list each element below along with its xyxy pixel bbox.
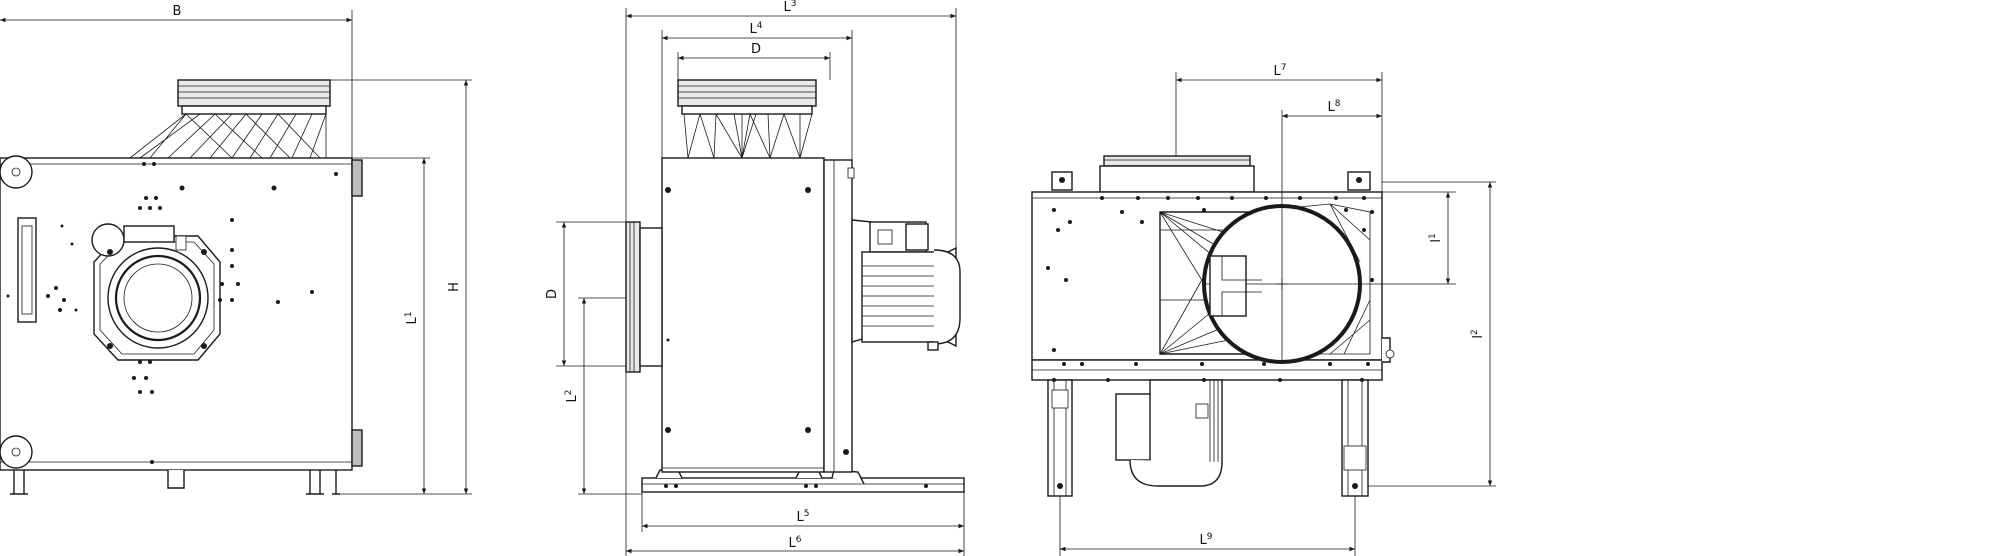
side-base-rail (641, 477, 965, 493)
front-foot-center (167, 470, 185, 489)
dim-l8-label: L8 (1328, 99, 1341, 115)
dim-l1-small-label: l1 (1428, 233, 1444, 242)
dim-h: H (330, 79, 472, 495)
dim-l9-label: L9 (1200, 532, 1213, 548)
front-top-outlet (129, 79, 331, 159)
side-motor-plate (823, 159, 853, 473)
dim-l1-label: L1 (404, 312, 420, 325)
dim-l5: L5 (641, 492, 965, 556)
rear-rivets (1046, 196, 1374, 382)
dim-l3-label: L3 (784, 0, 797, 15)
side-housing (661, 157, 825, 473)
rear-legs (1047, 379, 1369, 497)
side-motor (851, 219, 961, 351)
front-foot-right (306, 470, 340, 495)
dim-l2: L2 (564, 297, 642, 495)
dim-l6-label: L6 (789, 535, 802, 551)
dim-l7-label: L7 (1274, 63, 1287, 79)
dim-l4-label: L4 (750, 21, 763, 37)
dim-l2-label: L2 (564, 390, 580, 403)
dim-b-label: B (173, 4, 182, 19)
front-fan-inlet (91, 223, 221, 361)
dim-b: B (0, 4, 353, 160)
dim-d-left: D (545, 221, 626, 367)
dim-l9: L9 (1059, 496, 1356, 556)
dim-l1: L1 (352, 157, 430, 494)
dim-l4: L4 (661, 21, 853, 160)
dim-d-top-label: D (751, 42, 761, 57)
front-foot-left (10, 470, 28, 495)
front-right-flange-bottom (351, 429, 363, 467)
rear-view: L7 L8 l1 l2 L9 (1031, 63, 1496, 556)
dim-l2-small-label: l2 (1470, 329, 1486, 338)
dim-l6: L6 (625, 372, 964, 556)
side-view: L3 L4 D D L2 (545, 0, 965, 556)
dim-l5-label: L5 (797, 509, 810, 525)
front-right-flange-top (351, 159, 363, 197)
front-view: B H L1 (0, 4, 472, 495)
dim-l3: L3 (625, 0, 957, 248)
dim-l7: L7 (1175, 63, 1383, 192)
dim-h-label: H (447, 282, 462, 292)
rear-fan-scroll (1159, 203, 1371, 364)
dim-l2-small: l2 (1368, 181, 1496, 487)
rear-top-outlet (1099, 155, 1255, 193)
dim-d-left-label: D (545, 289, 560, 299)
side-left-inlet (625, 221, 663, 373)
side-top-outlet (677, 79, 817, 159)
rear-motor (1115, 379, 1223, 487)
dim-d-top: D (677, 42, 831, 80)
dim-l1-small: l1 (1362, 191, 1456, 285)
front-rivets (6, 162, 338, 464)
dim-l8: L8 (1281, 99, 1382, 206)
